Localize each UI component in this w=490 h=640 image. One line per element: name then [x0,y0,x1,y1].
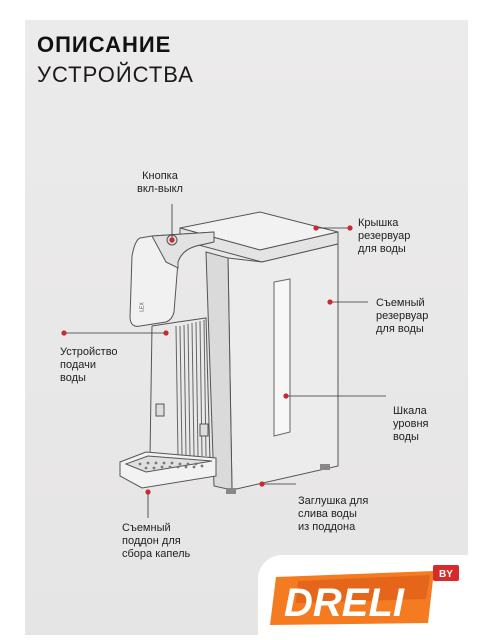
callout-power-button: Кнопка вкл-выкл [137,170,183,195]
callout-removable-reservoir: Съемный резервуар для воды [376,297,429,335]
reservoir-illustration [179,211,339,494]
callout-drain-plug: Заглушка для слива воды из поддона [298,495,369,533]
device-brand-label: LEX [139,302,146,312]
page-title: ОПИСАНИЕ [37,32,172,57]
dispenser-unit-illustration [119,231,217,489]
logo-text: DRELI [284,581,405,625]
logo-suffix: BY [439,569,453,580]
callout-drip-tray: Съемный поддон для сбора капель [122,522,191,560]
callout-dots [61,225,353,495]
callout-lines [64,204,386,518]
dreli-logo: DRELI BY [270,565,459,625]
logo-area: DRELI BY [258,555,468,635]
callout-water-level-scale: Шкала уровня воды [393,405,429,443]
callout-reservoir-lid: Крышка резервуар для воды [358,217,411,255]
page-subtitle: УСТРОЙСТВА [37,62,194,87]
callout-water-dispenser: Устройство подачи воды [60,346,118,384]
